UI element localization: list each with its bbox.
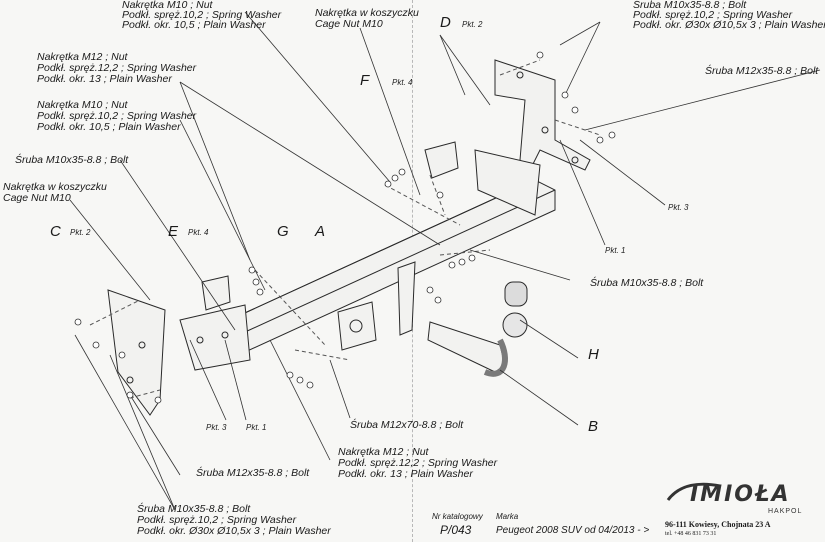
- label-top-right-bolt-1: Śruba M10x35-8.8 ; Bolt: [633, 0, 747, 11]
- bracket-f: [424, 141, 459, 179]
- label-left-bolt-m10: Śruba M10x35-8.8 ; Bolt: [15, 154, 129, 166]
- label-left-nut-m10-1: Nakrętka M10 ; Nut: [37, 99, 128, 111]
- catalog-label: Nr katalogowy: [432, 512, 483, 521]
- part-letter-h: H: [588, 346, 599, 363]
- part-letter-g: G: [277, 223, 289, 240]
- label-top-right-bolt-2: Podkł. spręż.10,2 ; Spring Washer: [633, 9, 793, 21]
- pkt1-bottom: Pkt. 1: [246, 423, 267, 432]
- label-cage-nut-left-2: Cage Nut M10: [3, 192, 71, 204]
- label-bottom-nut-2: Podkł. spręż.12,2 ; Spring Washer: [338, 457, 498, 469]
- pkt3-bottom: Pkt. 3: [206, 423, 227, 432]
- company-logo: IMIOŁA HAKPOL: [660, 478, 810, 538]
- label-center-bolt-m12x70: Śruba M12x70-8.8 ; Bolt: [350, 419, 464, 431]
- label-bottom-left-bolt-2: Podkł. spręż.10,2 ; Spring Washer: [137, 514, 297, 526]
- pkt2-left: Pkt. 2: [70, 228, 91, 237]
- pkt3-right: Pkt. 3: [668, 203, 689, 212]
- label-left-nut-m12-3: Podkł. okr. 13 ; Plain Washer: [37, 73, 172, 85]
- part-letter-b: B: [588, 418, 599, 435]
- side-plate-right: [474, 149, 541, 216]
- label-right-bolt-m10: Śruba M10x35-8.8 ; Bolt: [590, 277, 704, 289]
- label-bottom-nut-3: Podkł. okr. 13 ; Plain Washer: [338, 468, 473, 480]
- label-left-nut-m12-2: Podkł. spręż.12,2 ; Spring Washer: [37, 62, 197, 74]
- logo-swoosh-icon: [666, 482, 721, 501]
- crossbar-a: [211, 179, 556, 359]
- label-top-right-bolt-3: Podkł. okr. Ø30x Ø10,5x 3 ; Plain Washer: [633, 19, 825, 31]
- label-left-nut-m10-3: Podkł. okr. 10,5 ; Plain Washer: [37, 121, 181, 133]
- pkt4-top: Pkt. 4: [392, 78, 413, 87]
- company-address: 96-111 Kowiesy, Chojnata 23 A: [665, 520, 771, 529]
- pkt1-right: Pkt. 1: [605, 246, 626, 255]
- part-letter-d: D: [440, 14, 451, 31]
- label-cage-nut-top-1: Nakrętka w koszyczku: [315, 7, 419, 19]
- label-bottom-nut-1: Nakrętka M12 ; Nut: [338, 446, 429, 458]
- socket-plate-g: [337, 301, 377, 351]
- vehicle-model: Peugeot 2008 SUV od 04/2013 - >: [496, 525, 650, 536]
- label-bottom-left-bolt-3: Podkł. okr. Ø30x Ø10,5x 3 ; Plain Washer: [137, 525, 331, 537]
- label-cage-nut-top-2: Cage Nut M10: [315, 18, 383, 30]
- label-top-nut-3: Podkł. okr. 10,5 ; Plain Washer: [122, 19, 266, 31]
- label-bottom-left-bolt-1: Śruba M10x35-8.8 ; Bolt: [137, 503, 251, 515]
- catalog-value: P/043: [440, 523, 472, 537]
- label-left-nut-m10-2: Podkł. spręż.10,2 ; Spring Washer: [37, 110, 197, 122]
- company-phone: tel. +48 46 831 73 31: [665, 531, 717, 537]
- label-bottom-bolt-m12: Śruba M12x35-8.8 ; Bolt: [196, 467, 310, 479]
- center-bracket: [397, 261, 416, 336]
- bracket-d: [494, 59, 591, 171]
- label-top-nut-2: Podkł. spręż.10,2 ; Spring Washer: [122, 9, 282, 21]
- tow-ball: [427, 281, 528, 377]
- side-plate-left: [179, 304, 251, 371]
- bracket-c: [107, 289, 166, 416]
- logo-text: IMIOŁA: [690, 482, 791, 507]
- part-letter-f: F: [360, 72, 370, 89]
- part-letter-c: C: [50, 223, 61, 240]
- label-top-nut-1: Nakrętka M10 ; Nut: [122, 0, 213, 11]
- pkt4-left: Pkt. 4: [188, 228, 209, 237]
- bracket-e: [201, 275, 231, 311]
- label-left-nut-m12-1: Nakrętka M12 ; Nut: [37, 51, 128, 63]
- label-right-bolt-m12: Śruba M12x35-8.8 ; Bolt: [705, 65, 819, 77]
- part-letter-e: E: [168, 223, 179, 240]
- part-letter-a: A: [315, 223, 326, 240]
- brand-label: Marka: [496, 512, 519, 521]
- label-cage-nut-left-1: Nakrętka w koszyczku: [3, 181, 107, 193]
- logo-subtitle: HAKPOL: [768, 508, 803, 515]
- pkt2-top: Pkt. 2: [462, 20, 483, 29]
